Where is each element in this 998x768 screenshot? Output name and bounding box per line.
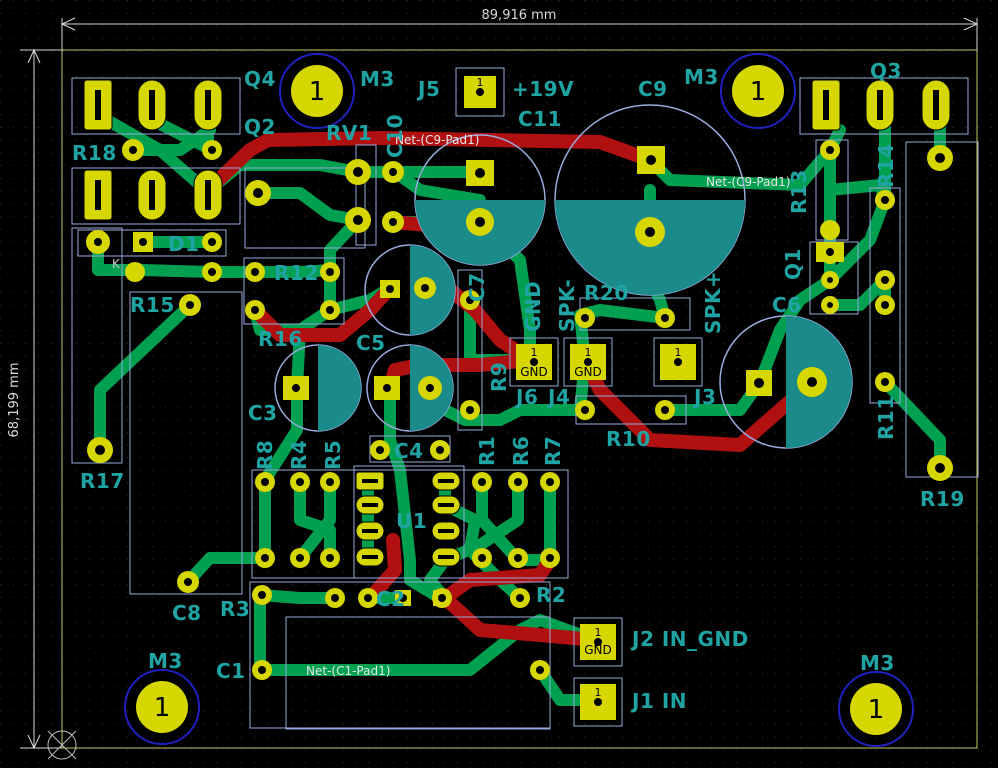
label-c3: C3 — [248, 401, 278, 425]
mount-hole-bl-icon: 1 — [124, 669, 200, 745]
label-r3: R3 — [220, 597, 250, 621]
label-c6: C6 — [772, 293, 802, 317]
svg-text:1: 1 — [595, 626, 602, 639]
label-q4: Q4 — [244, 67, 276, 91]
label-d1: D1 — [168, 232, 200, 256]
label-u1: U1 — [396, 509, 427, 533]
dimension-width — [60, 17, 979, 50]
svg-text:1: 1 — [585, 346, 592, 359]
label-j5: J5 — [416, 77, 440, 101]
label-c7: C7 — [465, 272, 489, 302]
label-plus19v: +19V — [512, 77, 574, 101]
label-rv1: RV1 — [326, 121, 372, 145]
label-r14: R14 — [874, 143, 898, 188]
label-r2: R2 — [536, 583, 566, 607]
label-r17: R17 — [80, 469, 125, 493]
label-gnd-v: GND — [521, 281, 545, 332]
svg-text:GND: GND — [520, 365, 548, 379]
svg-text:1: 1 — [750, 77, 767, 107]
label-r8: R8 — [253, 440, 277, 470]
label-r7: R7 — [541, 436, 565, 466]
board-edge — [61, 49, 978, 749]
net-label-c9-right: Net-(C9-Pad1) — [706, 175, 790, 189]
label-spk-plus: SPK+ — [701, 271, 725, 334]
pads[interactable] — [83, 79, 953, 680]
label-r1: R1 — [475, 436, 499, 466]
svg-text:1: 1 — [309, 77, 326, 107]
mount-hole-tr-icon: 1 — [720, 53, 796, 129]
label-r13: R13 — [787, 169, 811, 214]
svg-text:GND: GND — [584, 643, 612, 657]
label-r5: R5 — [321, 440, 345, 470]
label-c9: C9 — [638, 77, 668, 101]
width-dimension-text: 89,916 mm — [482, 8, 557, 23]
label-r15: R15 — [130, 293, 175, 317]
label-m3-br: M3 — [860, 651, 895, 675]
label-r16: R16 — [258, 327, 303, 351]
origin-marker-icon — [47, 730, 77, 760]
mount-holes: 1 1 1 1 — [124, 53, 914, 747]
net-label-c1: Net-(C1-Pad1) — [306, 664, 390, 678]
label-r12: R12 — [274, 261, 319, 285]
label-j6: J6 — [514, 385, 538, 409]
label-r18: R18 — [72, 141, 117, 165]
label-c2: C2 — [376, 587, 406, 611]
svg-text:GND: GND — [574, 365, 602, 379]
label-j4: J4 — [546, 385, 570, 409]
label-r6: R6 — [509, 436, 533, 466]
label-c10: C10 — [383, 114, 407, 158]
label-r4: R4 — [287, 440, 311, 470]
j5-connector: 1 — [455, 67, 505, 117]
label-m3-tr: M3 — [684, 65, 719, 89]
label-j3: J3 — [692, 385, 716, 409]
j1-connector: 1 — [573, 677, 623, 727]
label-q1: Q1 — [781, 248, 805, 280]
label-r9: R9 — [487, 362, 511, 392]
label-c1: C1 — [216, 659, 246, 683]
label-c8: C8 — [172, 601, 202, 625]
label-c5: C5 — [356, 331, 386, 355]
label-r20: R20 — [584, 281, 629, 305]
label-q2: Q2 — [244, 115, 276, 139]
label-j2: J2 IN_GND — [630, 627, 749, 651]
label-r19: R19 — [920, 487, 965, 511]
svg-text:1: 1 — [595, 686, 602, 699]
label-m3-bl: M3 — [148, 649, 183, 673]
svg-text:1: 1 — [868, 695, 885, 725]
mount-hole-tl-icon: 1 — [279, 53, 355, 129]
label-j1: J1 IN — [630, 689, 687, 713]
label-m3-tl: M3 — [360, 67, 395, 91]
label-k: K — [112, 257, 121, 271]
svg-text:1: 1 — [531, 346, 538, 359]
label-q3: Q3 — [870, 59, 902, 83]
mount-hole-br-icon: 1 — [838, 671, 914, 747]
j3-connector: 1 — [653, 337, 703, 387]
net-label-c9-top: Net-(C9-Pad1) — [395, 133, 479, 147]
svg-text:1: 1 — [675, 346, 682, 359]
label-c11: C11 — [518, 107, 562, 131]
label-c4: C4 — [394, 439, 424, 463]
label-spk-minus: SPK- — [555, 279, 579, 332]
svg-text:1: 1 — [477, 76, 484, 89]
reference-labels: Q4 M3 J5 +19V C9 M3 Q3 R18 Q2 RV1 C10 C1… — [72, 59, 965, 713]
svg-text:1: 1 — [154, 693, 171, 723]
label-r10: R10 — [606, 427, 651, 451]
height-dimension-text: 68,199 mm — [7, 363, 22, 438]
label-r11: R11 — [874, 395, 898, 440]
dimension-height — [20, 48, 62, 750]
